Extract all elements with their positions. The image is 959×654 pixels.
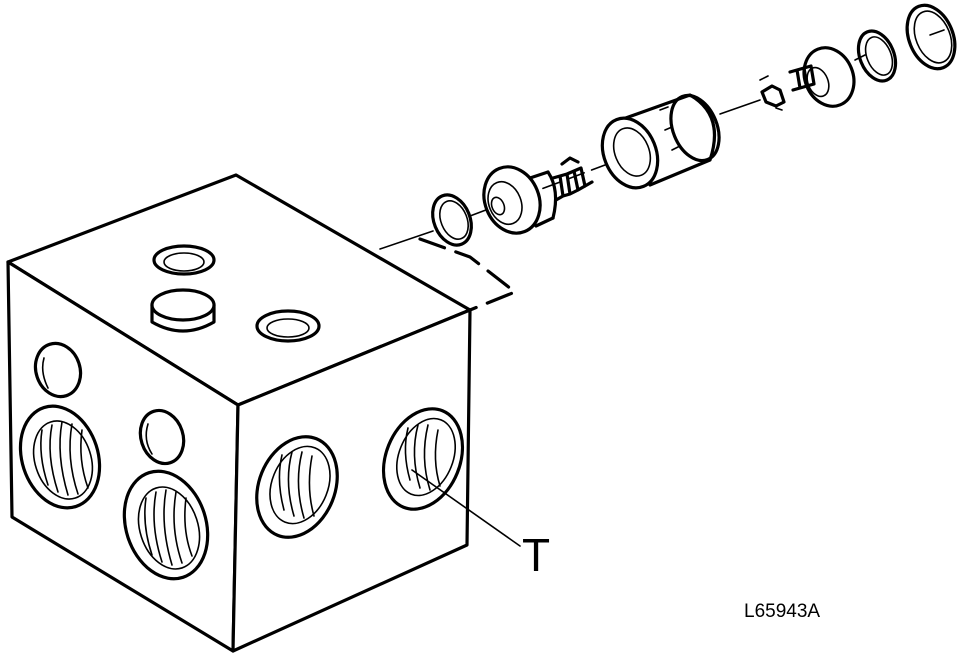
left-face-plug-lower	[138, 408, 186, 466]
left-face-port-2	[122, 469, 210, 581]
top-plug-center	[150, 288, 216, 333]
callout-leader-line	[411, 469, 521, 547]
backup-ring	[856, 29, 898, 83]
callout-label-T: T	[522, 529, 551, 581]
left-face-port-1	[18, 404, 102, 510]
valve-sleeve	[600, 93, 721, 190]
o-ring-small	[431, 193, 473, 247]
relief-poppet-assembly	[759, 46, 856, 111]
top-port-right	[255, 309, 321, 343]
valve-block	[6, 173, 472, 653]
right-face-port-2-T	[381, 407, 465, 511]
o-ring-large	[905, 3, 957, 71]
block-right-face	[231, 308, 472, 653]
poppet-spring-assembly	[482, 156, 594, 235]
top-port-rear	[152, 244, 216, 276]
right-face-port-1	[255, 435, 339, 539]
left-face-plug-upper	[33, 341, 83, 399]
figure-id: L65943A	[744, 601, 821, 622]
